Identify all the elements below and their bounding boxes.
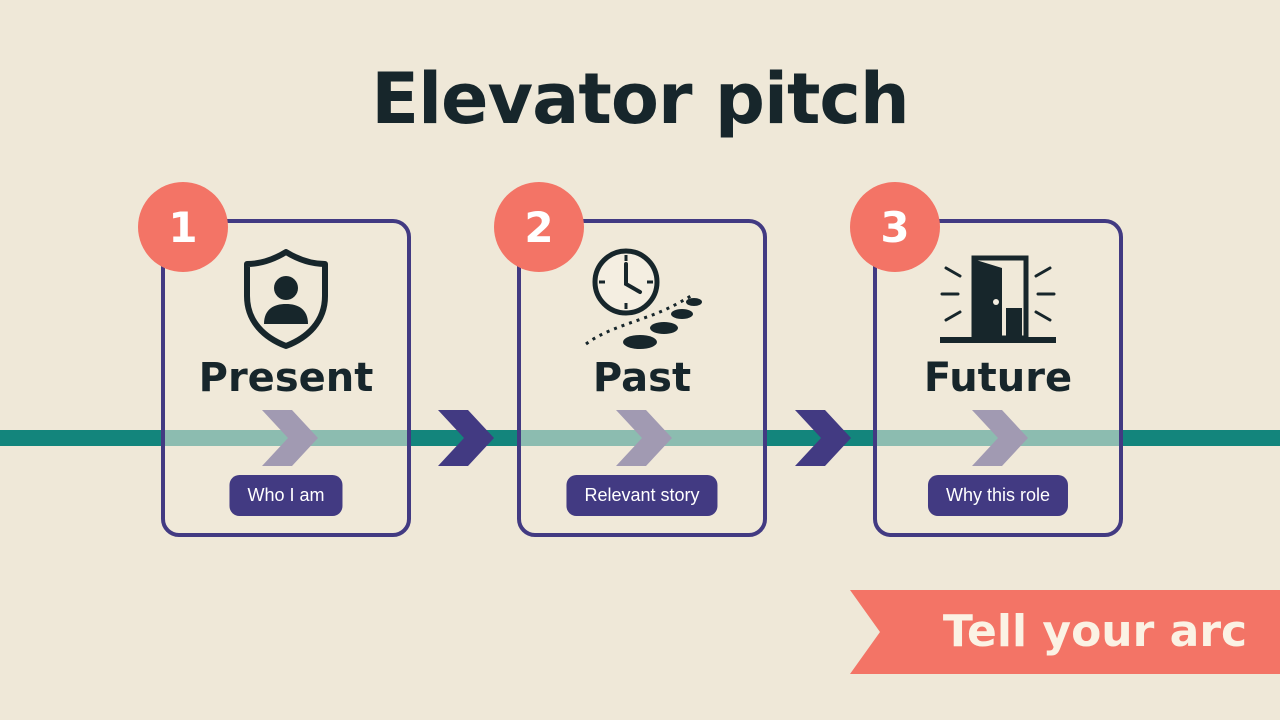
step-number-badge: 2 bbox=[494, 182, 584, 272]
tell-your-arc-banner: Tell your arc bbox=[850, 590, 1280, 674]
chevron-right-icon bbox=[795, 410, 851, 466]
banner-text: Tell your arc bbox=[942, 606, 1248, 657]
step-label-pill: Relevant story bbox=[566, 475, 718, 516]
step-title: Future bbox=[923, 355, 1073, 401]
clock-stepping-stones-icon bbox=[521, 243, 763, 353]
step-card-past: Past Relevant story bbox=[517, 219, 767, 537]
step-label-pill: Why this role bbox=[927, 475, 1069, 516]
ribbon-shape bbox=[850, 590, 1280, 674]
shield-person-icon bbox=[165, 243, 407, 353]
chevron-right-icon bbox=[438, 410, 494, 466]
open-door-icon bbox=[877, 243, 1119, 353]
step-card-present: Present Who I am bbox=[161, 219, 411, 537]
step-title: Present bbox=[198, 355, 374, 401]
page-title: Elevator pitch bbox=[371, 58, 910, 140]
step-card-future: Future Why this role bbox=[873, 219, 1123, 537]
step-number-badge: 1 bbox=[138, 182, 228, 272]
step-title: Past bbox=[592, 355, 692, 401]
step-number-badge: 3 bbox=[850, 182, 940, 272]
step-label-pill: Who I am bbox=[229, 475, 343, 516]
